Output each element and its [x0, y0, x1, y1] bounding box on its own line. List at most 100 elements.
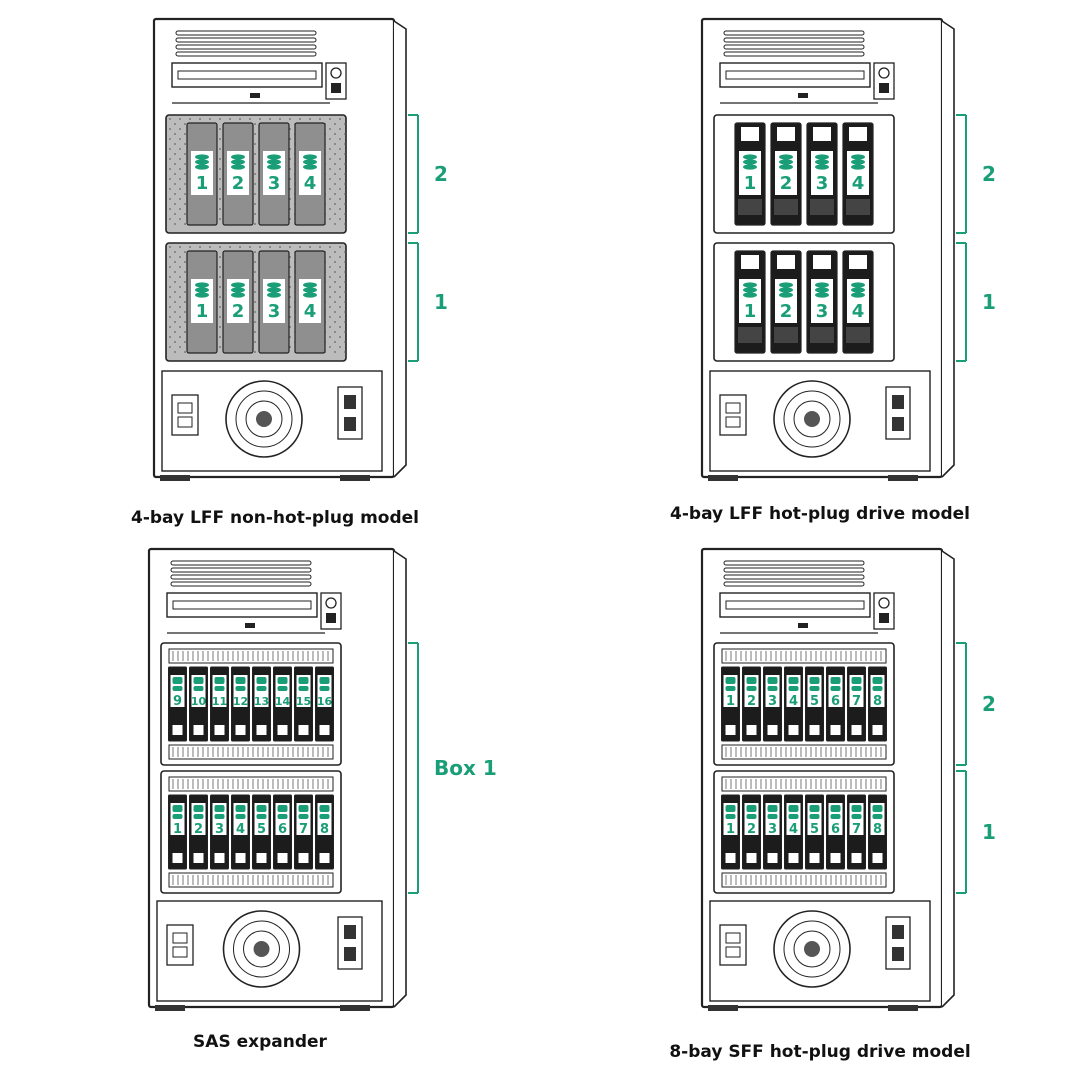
drive-icon [743, 164, 757, 170]
bay-number: 1 [726, 694, 735, 709]
io-port-group [337, 916, 363, 970]
drive-icon [788, 677, 799, 684]
eject-button [250, 93, 260, 98]
bay-number: 3 [268, 301, 281, 322]
drive-icon [298, 686, 309, 691]
drive-icon [872, 677, 883, 684]
cage-grille [721, 776, 887, 792]
cage-grille [168, 776, 334, 792]
drive-bay: 4 [294, 122, 326, 226]
drive-icon [830, 805, 841, 812]
usb-port-icon [172, 946, 188, 958]
bay-number: 3 [768, 694, 777, 709]
bay-number: 2 [232, 173, 245, 194]
drive-icon [851, 154, 865, 160]
usb-port-icon [172, 932, 188, 944]
usb-port-icon [177, 402, 193, 414]
chassis-foot [708, 475, 738, 481]
chassis-foot [155, 1005, 185, 1011]
drive-bay: 2 [742, 794, 761, 870]
usb-port-group [719, 924, 747, 966]
drive-bay: 5 [805, 794, 824, 870]
cage-grille [721, 872, 887, 888]
drive-icon [809, 805, 820, 812]
chassis-foot [708, 1005, 738, 1011]
drive-icon [872, 814, 883, 819]
io-port-group [337, 386, 363, 440]
power-button-icon [330, 67, 342, 79]
bay-number: 2 [747, 822, 756, 837]
drive-icon [779, 282, 793, 288]
drive-icon [788, 805, 799, 812]
fan-grille-ring [793, 930, 831, 968]
usb-port-icon [879, 83, 889, 93]
eject-button [798, 623, 808, 628]
drive-icon [851, 287, 865, 293]
drive-bay: 6 [826, 794, 845, 870]
carrier-latch [767, 853, 778, 863]
bay-number: 5 [810, 822, 819, 837]
cage-grille [168, 744, 334, 760]
drive-icon [851, 677, 862, 684]
drive-icon [193, 805, 204, 812]
drive-bay: 8 [868, 794, 887, 870]
power-button-icon [878, 597, 890, 609]
drive-bay: 4 [231, 794, 250, 870]
drive-icon [231, 154, 245, 160]
box-label: 2 [982, 162, 996, 186]
box-bracket: 2 [956, 642, 996, 766]
carrier-latch [788, 853, 799, 863]
usb-port-icon [725, 946, 741, 958]
drive-icon [172, 677, 183, 684]
carrier-latch [193, 853, 204, 863]
serial-port-icon [892, 417, 904, 431]
drive-icon [815, 159, 829, 165]
bay-number: 7 [852, 694, 861, 709]
drive-icon [851, 292, 865, 298]
optical-drive-tray [725, 70, 865, 80]
bay-number: 1 [726, 822, 735, 837]
vent-slot [170, 567, 312, 573]
carrier-latch [214, 853, 225, 863]
drive-bay: 7 [847, 794, 866, 870]
carrier-handle [846, 199, 870, 215]
drive-bay: 3 [258, 122, 290, 226]
drive-icon [195, 164, 209, 170]
carrier-handle [810, 327, 834, 343]
carrier-latch [256, 725, 267, 735]
bay-number: 1 [196, 301, 209, 322]
drive-bay: 4 [784, 666, 803, 742]
vent-slot [175, 44, 317, 50]
carrier-latch [851, 853, 862, 863]
vent-slot [170, 560, 312, 566]
drive-bay: 5 [252, 794, 271, 870]
drive-icon [231, 164, 245, 170]
bay-number: 2 [747, 694, 756, 709]
drive-icon [815, 282, 829, 288]
drive-icon [256, 805, 267, 812]
caption-lff-non-hot-plug: 4-bay LFF non-hot-plug model [131, 508, 419, 528]
drive-bay: 2 [770, 122, 802, 226]
drive-icon [303, 159, 317, 165]
drive-icon [267, 159, 281, 165]
caption-sas-expander: SAS expander [193, 1032, 327, 1052]
drive-icon [195, 154, 209, 160]
carrier-handle [810, 199, 834, 215]
drive-icon [319, 814, 330, 819]
drive-icon [725, 805, 736, 812]
chassis-foot [888, 1005, 918, 1011]
bay-number: 5 [257, 822, 266, 837]
carrier-latch [746, 853, 757, 863]
caption-sff-hot-plug: 8-bay SFF hot-plug drive model [669, 1042, 971, 1062]
drive-icon [809, 677, 820, 684]
vent-slot [175, 37, 317, 43]
io-port-group [885, 916, 911, 970]
drive-icon [193, 814, 204, 819]
